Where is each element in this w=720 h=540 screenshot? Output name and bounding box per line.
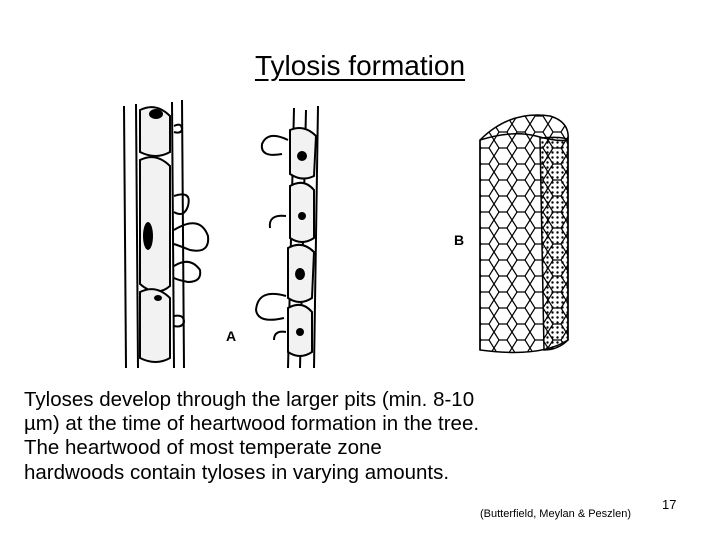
body-text: Tyloses develop through the larger pits … (24, 388, 584, 485)
slide-title: Tylosis formation (254, 50, 466, 81)
tylosis-illustration-b (479, 114, 569, 354)
body-line: Tyloses develop through the larger pits … (24, 388, 475, 411)
body-line: The heartwood of most temperate zone (24, 436, 382, 460)
body-line: µm) at the time of heartwood formation i… (24, 412, 480, 436)
citation: (Butterfield, Meylan & Peszlen) (480, 508, 632, 520)
page-number: 17 (662, 497, 677, 512)
body-line: hardwoods contain tyloses in varying amo… (24, 460, 450, 484)
figure-label-b: B (454, 232, 465, 248)
figure-label-a: A (226, 328, 237, 344)
tylosis-illustration-a (123, 99, 319, 369)
